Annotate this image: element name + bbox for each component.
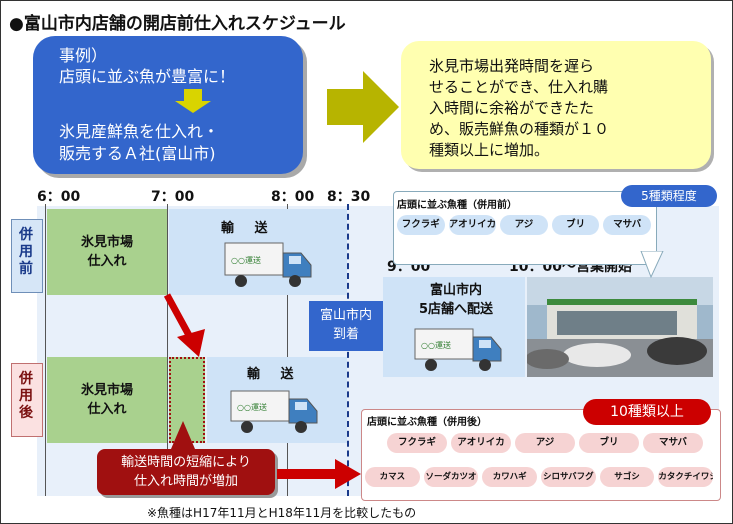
fish-before-list: フクラギアオリイカアジブリマサバ [397,215,655,237]
after-market-text: 氷見市場 仕入れ [80,383,133,417]
fish-item: ソーダカツオ [423,467,479,487]
arrival-text: 富山市内 到着 [319,308,372,342]
truck-label: ○○運送 [231,255,261,265]
result-box: 氷見市場出発時間を遅ら せることができ、仕入れ購 入時間に余裕ができたた め、販… [401,41,711,169]
fish-item: シロサバフグ [541,467,596,487]
fish-item: アジ [515,433,575,453]
svg-text:○○運送: ○○運送 [421,340,451,350]
callout-arrow-icon [277,459,361,489]
after-truck-icon: ○○運送 [230,390,318,433]
fish-item: ブリ [579,433,639,453]
fish-item: マサバ [643,433,703,453]
row-label-after-bg [11,363,43,437]
callout-box [97,449,275,495]
gridline-700 [167,204,168,496]
fish-item: サゴシ [599,467,655,487]
fish-item: フクラギ [387,433,447,453]
delivery-truck-icon: ○○運送 [414,328,502,371]
row-label-after: 併用後 [19,371,33,421]
fish-after-badge: 10種類以上 [583,399,711,425]
after-extended-slot [169,357,205,443]
fish-item: ブリ [551,215,600,235]
example-line-4: 販売するＡ社(富山市) [59,144,216,163]
example-line-2: 店頭に並ぶ魚が豊富に！ [59,67,236,86]
arrival-cell [309,301,383,351]
before-market-text: 氷見市場 仕入れ [80,235,133,269]
result-line-4: め、販売鮮魚の種類が１０ [429,120,610,138]
row-label-before-bg [11,219,43,293]
callout-text: 輸送時間の短縮により 仕入れ時間が増加 [121,455,251,489]
example-line-1: 事例） [59,46,108,65]
store-photo [527,277,713,377]
fish-item: カマス [365,467,420,487]
before-transport-text: 輸 送 [221,221,276,236]
gridline-800 [287,204,288,496]
example-line-3: 氷見産鮮魚を仕入れ・ [59,122,220,141]
example-box: 事例） 店頭に並ぶ魚が豊富に！ 氷見産鮮魚を仕入れ・ 販売するＡ社(富山市) [33,36,303,174]
fish-item: マサバ [603,215,651,235]
time-600: 6：00 [37,189,81,205]
fish-before-title: 店頭に並ぶ魚種（併用前） [397,200,517,211]
fish-before-badge: 5種類程度 [621,185,717,207]
shift-arrow-icon [163,293,205,357]
before-market-cell [47,209,167,295]
result-line-3: 入時間に余裕ができたた [429,99,595,117]
result-line-1: 氷見市場出発時間を遅ら [429,57,595,75]
truck-icon: ○○運送 [224,242,312,287]
after-transport-text: 輸 送 [247,367,302,382]
result-line-2: せることができ、仕入れ購 [429,78,608,96]
result-line-5: 種類以上に増加。 [429,141,550,159]
time-800: 8：00 [271,189,315,205]
footnote: ※魚種はH17年11月とH18年11月を比較したもの [147,506,417,520]
fish-item: アジ [500,215,548,235]
delivery-text: 富山市内 5店舗へ配送 [418,283,494,317]
gridline-600 [45,204,46,496]
callout-pointer [171,421,195,449]
fish-item: アオリイカ [451,433,511,453]
page-title: ●富山市内店舗の開店前仕入れスケジュール [9,14,346,34]
fish-item: アオリイカ [448,215,497,235]
fish-item: カワハギ [482,467,537,487]
fish-item: フクラギ [397,215,445,235]
down-arrow-icon [175,89,211,113]
fish-item: カタクチイワシ [658,467,713,487]
fish-after-list-1: フクラギアオリイカアジブリマサバ [387,433,707,455]
row-label-before: 併用前 [19,227,33,277]
fish-before-pointer [640,251,664,279]
fish-after-title: 店頭に並ぶ魚種（併用後） [367,417,487,428]
right-arrow-icon [327,71,399,143]
fish-after-list-2: カマスソーダカツオカワハギシロサバフグサゴシカタクチイワシ [365,467,717,489]
time-830: 8：30 [327,189,371,205]
after-market-cell [47,357,167,443]
time-700: 7：00 [151,189,195,205]
svg-text:○○運送: ○○運送 [237,402,267,412]
